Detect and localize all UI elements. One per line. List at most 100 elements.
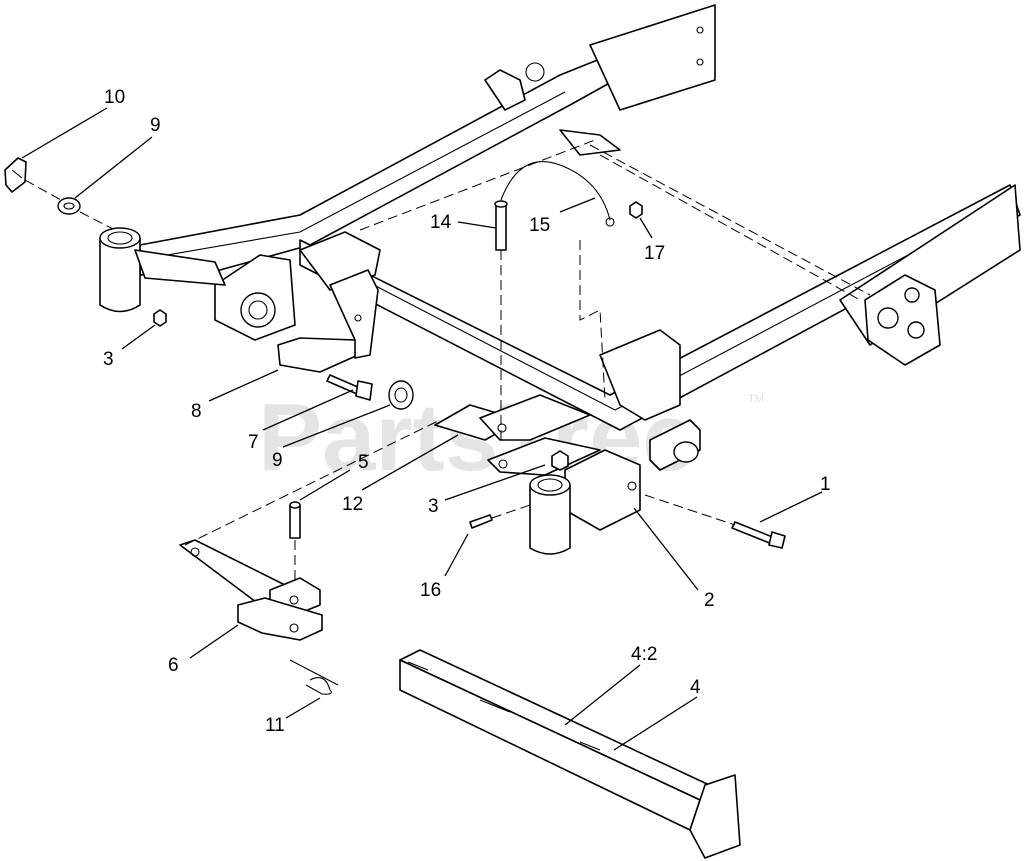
leader-6 — [189, 624, 239, 659]
callout-4-2: 4:2 — [631, 644, 657, 665]
pin-5-body — [289, 504, 301, 539]
washer-inner — [63, 202, 75, 210]
part-5-clevis-pin — [289, 501, 301, 580]
hidden-axis-6 — [184, 419, 441, 546]
lynch-pin-shaft — [11, 169, 23, 179]
pivot-bushing — [904, 287, 920, 303]
leader-4 — [613, 696, 698, 751]
leader-lines — [21, 107, 823, 751]
leader-5 — [299, 469, 351, 501]
lynch-pin-ring — [4, 157, 27, 193]
bar-4-marking-2 — [579, 741, 601, 751]
caster-arm-left — [134, 249, 226, 286]
part-3-nut-left — [153, 309, 167, 327]
callout-9: 9 — [150, 115, 161, 136]
frame-top-plate — [589, 4, 716, 111]
bolt-1-head — [768, 531, 786, 549]
rear-crosstube-end — [559, 129, 621, 156]
leader-42 — [564, 664, 641, 726]
leader-7 — [262, 389, 354, 431]
callout-3: 3 — [103, 349, 114, 370]
watermark-trademark: TM — [748, 393, 764, 405]
callout-16: 16 — [420, 580, 441, 601]
callout-labels: 10 9 14 15 17 3 8 7 9 5 12 3 1 16 2 6 4:… — [103, 87, 831, 736]
frame-left-rail — [139, 54, 616, 276]
top-clevis — [484, 69, 526, 111]
callout-1: 1 — [820, 474, 831, 495]
leader-1 — [759, 491, 823, 523]
plate-hole — [696, 58, 704, 66]
pivot-plate-lower — [487, 437, 601, 476]
bar-4-end-plate — [689, 774, 741, 859]
part-4-bar — [399, 649, 741, 859]
part-9-washer-upper — [57, 197, 116, 231]
clevis-6-hole-lower — [289, 623, 299, 633]
left-caster-tube — [99, 227, 226, 313]
leader-17 — [639, 217, 653, 239]
part-8-bracket — [277, 269, 379, 373]
part-11-hairpin-clip — [289, 659, 339, 695]
nut-hex-2 — [551, 450, 569, 471]
leader-3b — [444, 464, 546, 501]
washer-9b-inner — [394, 387, 408, 403]
bar-4-top-face — [399, 649, 721, 801]
bar-4-marking — [479, 699, 511, 713]
pivot-plate-hole-2 — [498, 459, 508, 469]
callout-12: 12 — [342, 494, 363, 515]
bracket-8-base — [277, 337, 359, 373]
clevis-6-lower-plate — [237, 597, 323, 641]
nut-hex — [153, 309, 167, 327]
part-3-nut-center — [551, 450, 569, 471]
leader-2 — [633, 507, 699, 591]
part-1-long-bolt — [644, 494, 786, 549]
right-pivot-bracket — [864, 274, 941, 366]
leader-8 — [208, 369, 279, 402]
callout-14: 14 — [430, 212, 452, 233]
leader-9a — [74, 136, 153, 199]
leader-11 — [285, 697, 321, 719]
caster-tube-center — [529, 484, 571, 555]
pivot-bushing — [877, 307, 899, 329]
plate-hole — [696, 26, 704, 34]
clevis-hole — [525, 62, 545, 82]
frame-crosstube-edge — [309, 199, 1013, 411]
callout-11: 11 — [265, 715, 285, 736]
leader-10 — [21, 107, 108, 159]
part-16-bolt — [469, 504, 531, 529]
pivot-bushing — [907, 321, 925, 339]
part-14-15-17-pin-lanyard — [494, 161, 643, 440]
callout-6: 6 — [168, 655, 179, 676]
leader-12 — [361, 434, 459, 491]
caster-tube-top — [99, 227, 141, 249]
hidden-axis-1 — [644, 494, 736, 526]
washer-9b-outer — [388, 380, 414, 410]
bolt-1-shank — [731, 521, 776, 545]
caster-tube-center-top — [529, 474, 571, 496]
callout-4: 4 — [690, 677, 701, 698]
bolt-7-head — [355, 380, 373, 401]
frame-left-rail-edge — [149, 91, 566, 259]
nut-17 — [629, 201, 643, 219]
bar-4-side-face — [399, 659, 701, 831]
hidden-axis-10 — [24, 179, 71, 206]
lanyard-15-eyelet — [605, 217, 615, 227]
callout-5: 5 — [358, 452, 369, 473]
callout-10: 10 — [104, 87, 125, 108]
bracket-8-upright — [329, 269, 379, 359]
part-7-bolt — [326, 374, 373, 401]
clevis-6-hole-upper — [289, 595, 299, 605]
pin-14-body — [495, 204, 507, 251]
clevis-6-rod-end — [190, 547, 200, 557]
leader-3a — [121, 324, 156, 350]
callout-7: 7 — [248, 432, 259, 453]
leader-16 — [444, 533, 469, 577]
part-6-clevis-bracket — [179, 419, 441, 641]
center-roller — [673, 441, 699, 463]
hidden-rear-crosstube — [589, 144, 871, 296]
callout-2: 2 — [704, 590, 715, 611]
hidden-axis-15 — [579, 240, 606, 401]
hairpin-loop — [305, 677, 332, 695]
leader-14 — [457, 221, 497, 229]
